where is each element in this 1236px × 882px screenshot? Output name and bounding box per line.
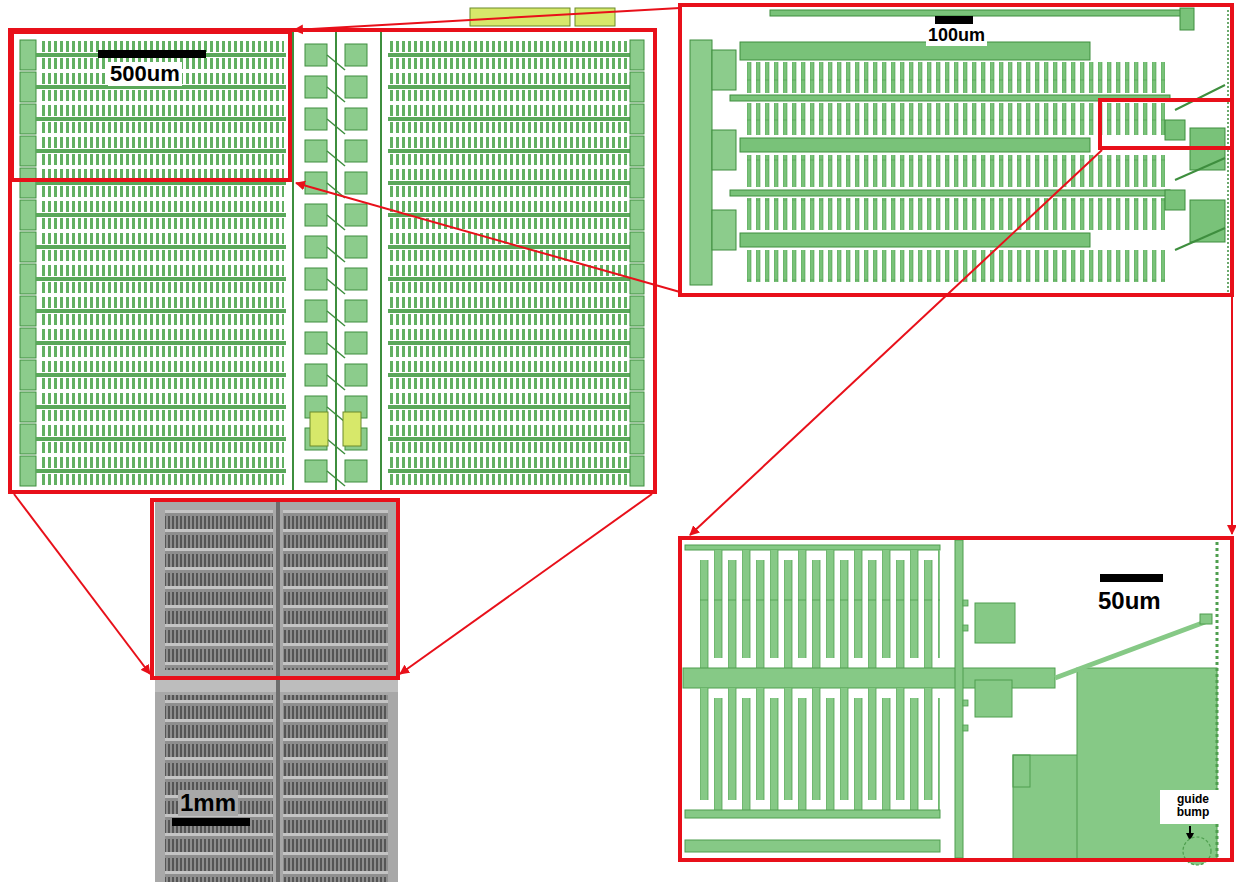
label-anchor: 50um	[1096, 588, 1163, 614]
scale-bar-label: 50um	[1096, 588, 1163, 614]
scale-bar-label: 1mm	[178, 790, 238, 816]
label-anchor: 1mm	[178, 790, 238, 816]
scale-bar-label: 500um	[108, 62, 182, 86]
label-anchor: guide bump	[1163, 793, 1223, 820]
label-anchor: 100um	[926, 26, 987, 46]
scale-bar-label: 100um	[926, 26, 987, 46]
label-anchor: 500um	[108, 62, 182, 86]
callout-label: guide bump	[1163, 793, 1223, 819]
